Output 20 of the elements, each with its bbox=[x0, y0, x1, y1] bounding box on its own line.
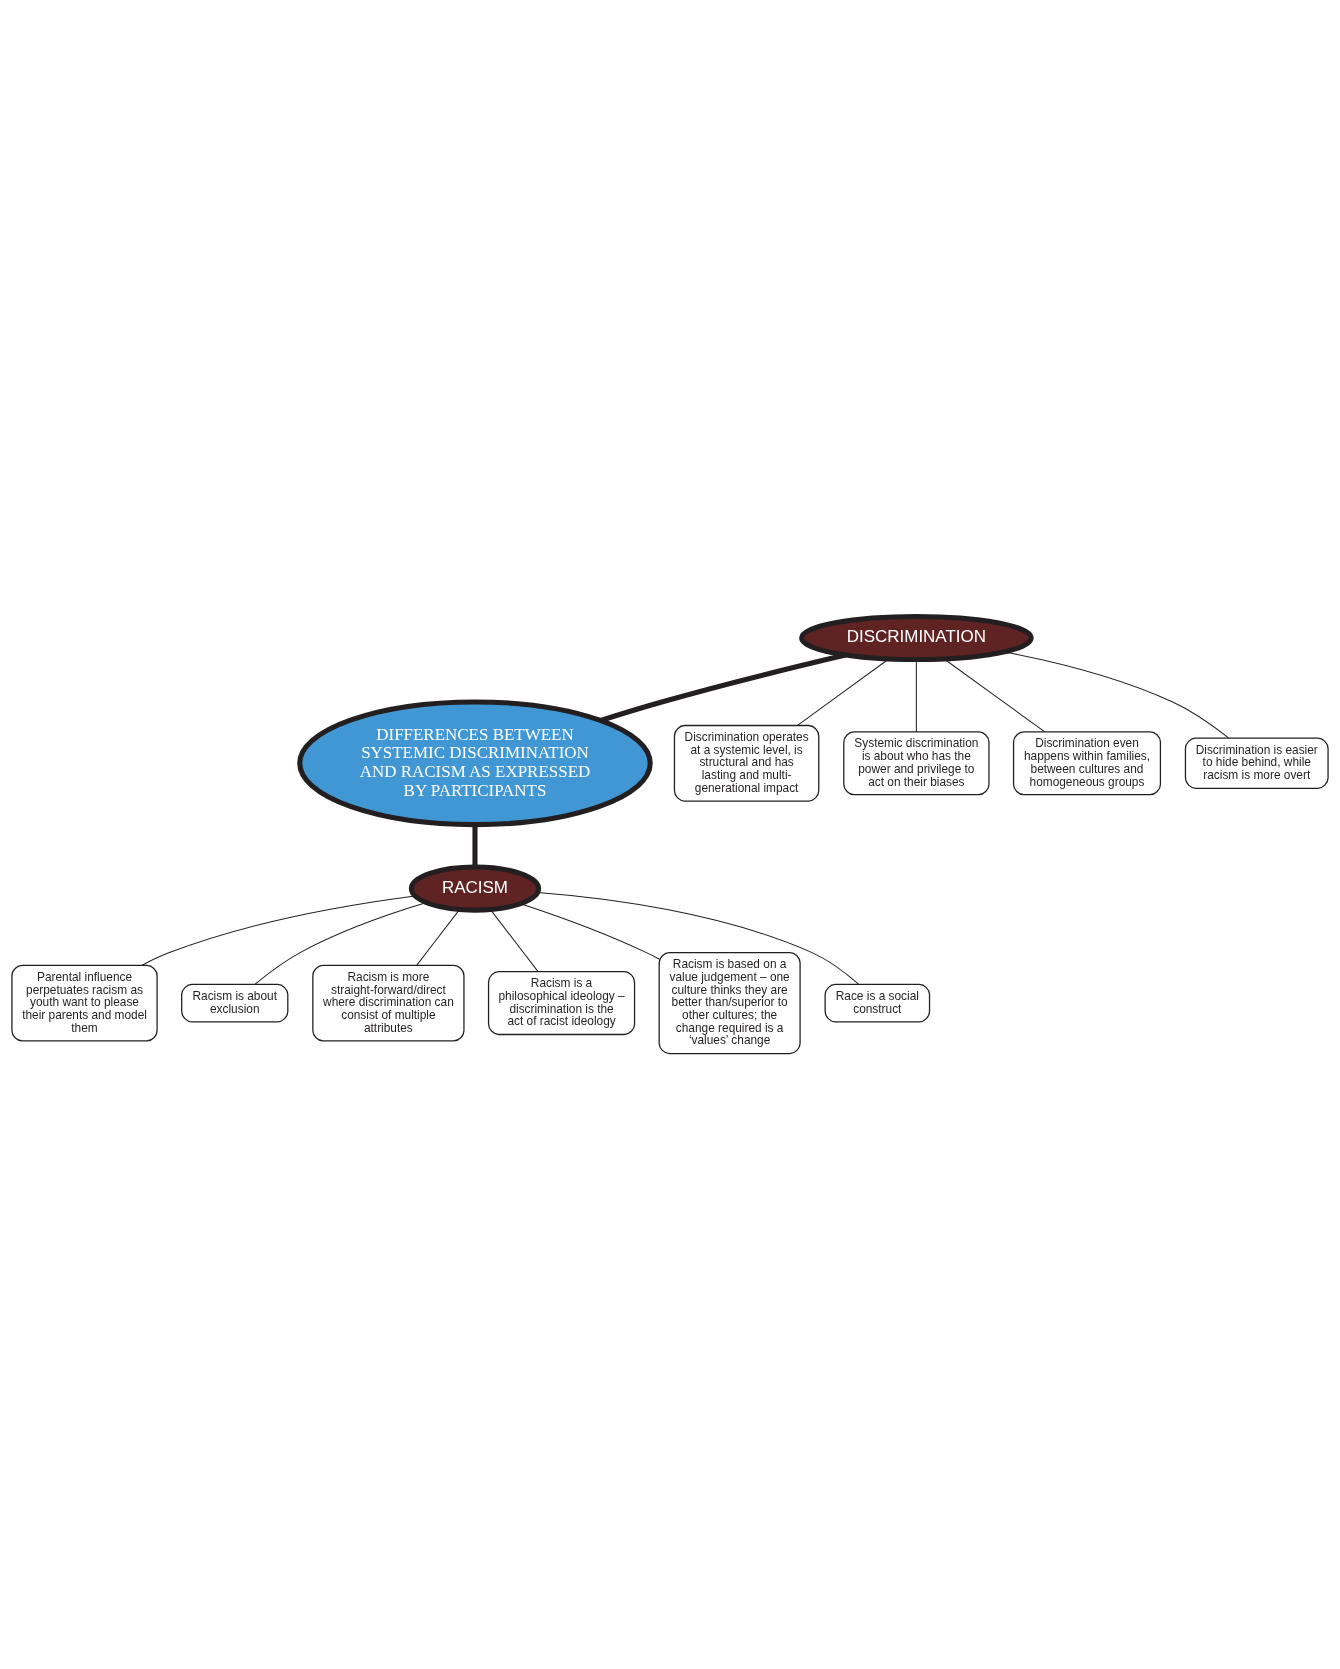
connector bbox=[520, 902, 660, 959]
node-box: Discrimination operates at a systemic level, is structural and has lasting and multi- generational impact bbox=[673, 724, 820, 802]
node-box: Racism is more straight-forward/direct where discrimination can consist of multiple attributes bbox=[312, 964, 465, 1041]
connector bbox=[599, 652, 847, 723]
node-ellipse: DISCRIMINATION bbox=[799, 613, 1034, 662]
node-box: Racism is a philosophical ideology – discrimination is the act of racist ideology bbox=[487, 970, 636, 1035]
node-box: Parental influence perpetuates racism as youth want to please their parents and model them bbox=[11, 964, 158, 1041]
node-box: Systemic discrimination is about who has the power and privilege to act on their biases bbox=[843, 730, 990, 795]
node-box: Racism is about exclusion bbox=[181, 983, 289, 1022]
node-ellipse: DIFFERENCES BETWEEN SYSTEMIC DISCRIMINATION AND RACISM AS EXPRESSED BY PARTICIPANTS bbox=[297, 698, 653, 827]
connector bbox=[141, 894, 416, 966]
node-box: Discrimination is easier to hide behind, while racism is more overt bbox=[1184, 737, 1329, 789]
node-box: Discrimination even happens within families, between cultures and homogeneous groups bbox=[1012, 730, 1162, 795]
node-ellipse: RACISM bbox=[408, 863, 542, 913]
connector bbox=[472, 824, 478, 867]
connector bbox=[489, 908, 539, 972]
connector bbox=[537, 891, 860, 985]
connector bbox=[416, 908, 460, 966]
node-box: Racism is based on a value judgement – one culture thinks they are better than/superior to other cultures; the change required is a ‘values’ change bbox=[658, 951, 801, 1054]
node-box: Race is a social construct bbox=[824, 983, 931, 1022]
